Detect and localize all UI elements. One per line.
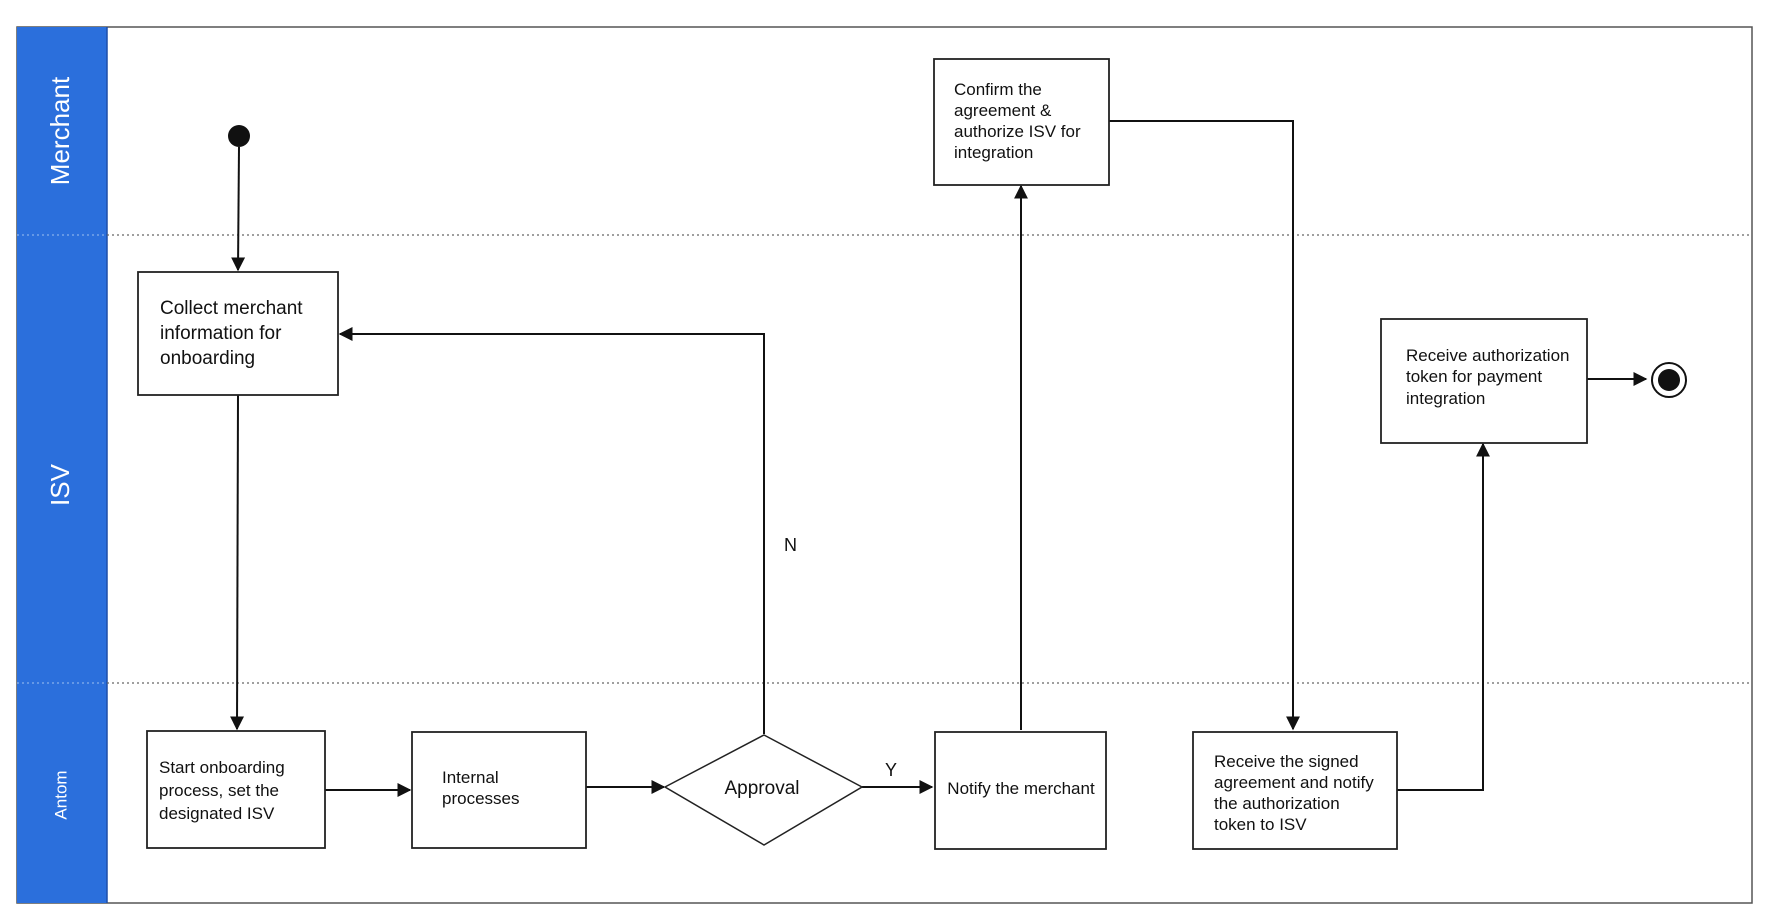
node-collect-merchant-info: Collect merchant information for onboard…: [137, 271, 339, 396]
node-text-line: authorize ISV for: [954, 122, 1081, 141]
node-confirm-agreement: Confirm the agreement & authorize ISV fo…: [933, 58, 1110, 186]
node-text-line: Notify the merchant: [947, 779, 1095, 798]
edge-approval-no: [338, 327, 765, 734]
node-text-line: designated ISV: [159, 804, 275, 823]
node-text-line: agreement &: [954, 101, 1052, 120]
lane-label-antom: Antom: [51, 770, 70, 819]
node-text-line: Receive the signed: [1214, 752, 1359, 771]
node-text-line: Internal: [442, 768, 499, 787]
end-node: [1658, 369, 1680, 391]
edge-signed-to-token: [1396, 442, 1490, 791]
edge-start-to-collect: [231, 146, 246, 272]
edge-label-no: N: [784, 535, 797, 555]
node-text-line: integration: [1406, 389, 1485, 408]
lane-label-isv: ISV: [45, 463, 75, 506]
node-text-line: agreement and notify: [1214, 773, 1374, 792]
node-text-line: information for: [160, 323, 282, 344]
edges: [230, 120, 1648, 797]
node-text-line: the authorization: [1214, 794, 1340, 813]
node-receive-signed-agreement: Receive the signed agreement and notify …: [1192, 731, 1398, 850]
node-text-line: Confirm the: [954, 80, 1042, 99]
node-text-line: token to ISV: [1214, 815, 1307, 834]
node-notify-merchant: Notify the merchant: [934, 731, 1107, 850]
lane-label-merchant: Merchant: [45, 76, 75, 185]
node-text-line: process, set the: [159, 781, 279, 800]
start-node: [228, 125, 250, 147]
node-text-line: Receive authorization: [1406, 346, 1569, 365]
node-text-line: token for payment: [1406, 367, 1542, 386]
edge-confirm-to-receive-signed: [1108, 120, 1300, 731]
edge-collect-to-start-onboarding: [230, 393, 245, 731]
node-internal-processes: Internal processes: [411, 731, 587, 849]
node-text-line: integration: [954, 143, 1033, 162]
node-receive-authorization-token: Receive authorization token for payment …: [1380, 318, 1588, 444]
node-approval-decision: Approval: [663, 734, 864, 846]
lane-header-column: [17, 27, 107, 903]
node-text-line: Collect merchant: [160, 298, 303, 319]
node-text-line: onboarding: [160, 348, 255, 369]
node-text-line: Approval: [725, 778, 800, 799]
node-start-onboarding: Start onboarding process, set the design…: [146, 730, 326, 849]
edge-label-yes: Y: [885, 760, 897, 780]
node-text-line: Start onboarding: [159, 758, 285, 777]
node-text-line: processes: [442, 789, 519, 808]
